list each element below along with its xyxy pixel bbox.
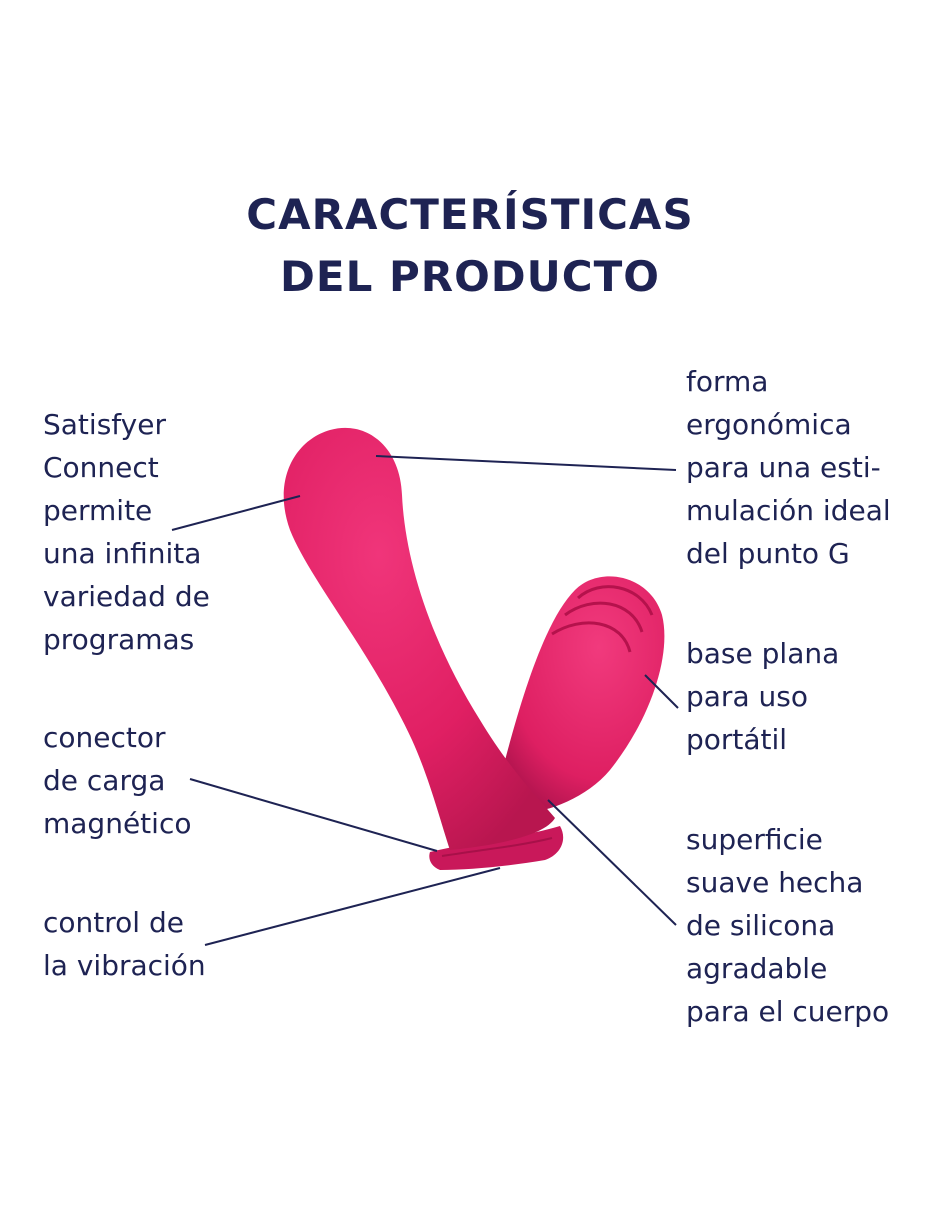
callout-ergonomic: forma ergonómica para una esti- mulación… (686, 365, 891, 570)
product-arm-pad (500, 576, 665, 813)
leader-line-ergonomic (375, 455, 677, 471)
product-shaft (283, 427, 555, 850)
callout-surface: superficie suave hecha de silicona agrad… (686, 823, 890, 1028)
callout-base: base plana para uso portátil (686, 637, 840, 756)
leader-line-surface (547, 799, 677, 926)
leader-line-vibration (204, 867, 501, 946)
callout-vibration: control de la vibración (43, 906, 206, 982)
callout-connector: conector de carga magnético (43, 721, 192, 840)
leader-line-connector (189, 778, 438, 852)
leader-line-base (644, 674, 679, 709)
leader-lines (171, 455, 679, 946)
page-title-line-1: CARACTERÍSTICAS (246, 190, 694, 239)
leader-line-programs (171, 495, 301, 531)
page-title-line-2: DEL PRODUCTO (280, 252, 660, 301)
callout-programs: Satisfyer Connect permite una infinita v… (43, 408, 210, 656)
